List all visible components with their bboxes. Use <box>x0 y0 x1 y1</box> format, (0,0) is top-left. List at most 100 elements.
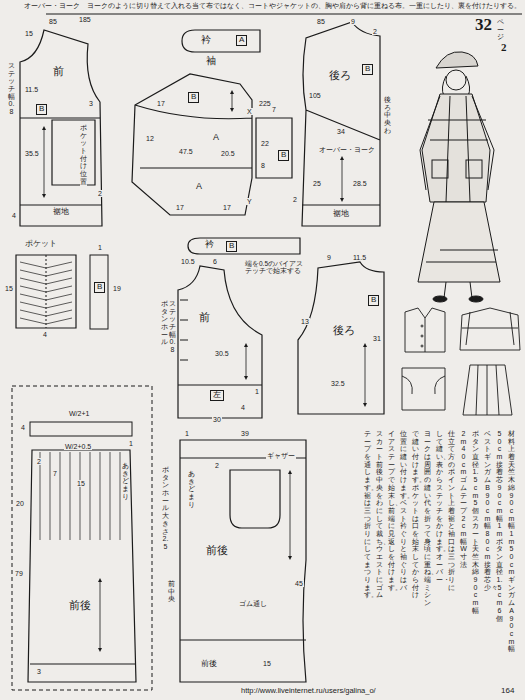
piece-outline <box>182 30 260 52</box>
fashion-illustration <box>433 296 447 302</box>
vertical-note: ヨークは周囲の縫い代を折って身頃に重ね、端ミシン <box>424 430 431 607</box>
vertical-note: 後ろ中央わ <box>384 96 391 134</box>
piece-outline <box>16 255 76 328</box>
piece-outline <box>158 428 314 690</box>
piece-name: 前 <box>198 312 211 323</box>
fashion-illustration <box>418 202 500 282</box>
dimension-number: 79 <box>14 570 24 577</box>
pattern-label: 裾地 <box>332 210 350 218</box>
grain-line <box>342 158 343 200</box>
dimension-number: 7 <box>52 470 58 477</box>
fashion-illustration <box>426 250 498 262</box>
piece-outline <box>28 450 136 682</box>
pattern-detail <box>12 386 152 690</box>
piece-outline <box>298 262 384 414</box>
dimension-number: 32 <box>474 16 493 33</box>
dimension-number: W/2+0.5 <box>64 443 92 450</box>
pleat-line <box>60 452 61 540</box>
pattern-detail <box>180 300 188 301</box>
fashion-illustration <box>444 282 472 298</box>
dimension-number: 19 <box>112 285 122 292</box>
vertical-note: ボタンホール大きさ2.5 <box>162 466 169 551</box>
pleat-line <box>40 452 41 540</box>
fashion-illustration <box>418 52 500 302</box>
piece-letter: B <box>94 282 105 293</box>
dimension-number: 30.5 <box>214 350 230 357</box>
pattern-piece: 後ろ <box>290 16 386 230</box>
dimension-number: 2 <box>97 190 103 197</box>
piece-outline <box>16 22 108 230</box>
dimension-number: 4 <box>11 212 17 219</box>
pocket-stitch <box>20 286 72 292</box>
vertical-note: ページ <box>497 18 504 41</box>
dimension-number: 9 <box>350 18 356 25</box>
piece-name: ポケット <box>24 240 58 248</box>
pocket-stitch <box>20 310 72 316</box>
dimension-number: 185 <box>78 16 92 23</box>
dimension-number: 32.5 <box>330 380 346 387</box>
garment-sketch <box>402 308 520 415</box>
piece-outline <box>20 30 102 226</box>
fashion-illustration <box>432 160 448 178</box>
fashion-illustration <box>446 70 466 90</box>
dimension-number: 8 <box>260 162 266 169</box>
pattern-detail <box>30 422 132 436</box>
grain-line <box>365 345 366 405</box>
fashion-illustration <box>428 96 488 202</box>
dimension-number: 4 <box>42 331 48 338</box>
dimension-number: 12 <box>145 135 155 142</box>
dimension-number: 1 <box>128 440 134 447</box>
pattern-label: A <box>212 133 220 142</box>
vertical-note: ポケット付け位置 <box>80 124 87 186</box>
dimension-number: 9 <box>326 254 332 261</box>
pattern-detail <box>12 255 188 690</box>
garment-sketch <box>462 312 518 345</box>
piece-letter: 左 <box>210 390 224 401</box>
dimension-number: 15 <box>4 285 14 292</box>
dimension-number: 3 <box>36 668 42 675</box>
pleat-line <box>90 452 91 540</box>
dimension-number: 25 <box>312 180 322 187</box>
piece-letter: B <box>278 150 289 161</box>
pattern-detail <box>180 320 188 321</box>
vertical-note: で縫い付けます。ポケットは口を始末してから付け <box>412 430 419 599</box>
dimension-number: 85 <box>316 18 326 25</box>
pocket-stitch <box>20 318 72 324</box>
garment-sketch <box>463 365 512 415</box>
pleat-line <box>100 452 101 540</box>
piece-name: 前 <box>52 66 65 77</box>
dimension-number: 15 <box>262 660 272 667</box>
piece-letter: B <box>226 241 237 252</box>
pocket-stitch <box>20 262 72 268</box>
dimension-number: 225 <box>258 100 272 107</box>
vertical-note: ステッチ幅0.8 <box>8 62 15 116</box>
fashion-illustration <box>436 52 478 68</box>
piece-name: 後ろ <box>332 325 356 336</box>
vertical-note: ボタン直径1.5cm5個 スカート 天竺木綿90cm幅 <box>472 430 479 615</box>
dimension-number: 11.5 <box>24 86 39 93</box>
header-rule <box>46 14 522 15</box>
dimension-number: 10.5 <box>180 258 196 265</box>
garment-sketch <box>402 376 445 394</box>
dimension-number: 2 <box>214 462 220 469</box>
pleat-line <box>110 452 111 540</box>
vertical-note: ステッチ幅0.8 <box>169 300 176 354</box>
dimension-number: 31 <box>372 335 382 342</box>
garment-sketch <box>405 308 445 352</box>
dimension-number: 47.5 <box>178 148 194 155</box>
garment-sketch <box>425 318 426 352</box>
dimension-number: 2 <box>372 28 378 35</box>
dimension-number: 1 <box>254 388 260 395</box>
piece-outline <box>302 22 380 226</box>
pocket-stitch <box>20 278 72 284</box>
dimension-number: 1 <box>97 244 103 251</box>
garment-sketch <box>402 368 445 410</box>
fashion-illustration <box>420 96 494 190</box>
pattern-label: 裾地 <box>52 208 70 216</box>
pattern-detail <box>180 360 188 361</box>
dimension-number: 22 <box>260 140 270 147</box>
dimension-number: 3 <box>88 100 94 107</box>
vertical-note: ボタンホール <box>161 300 168 346</box>
pocket-stitch <box>20 294 72 300</box>
dimension-number: 7 <box>271 106 277 113</box>
